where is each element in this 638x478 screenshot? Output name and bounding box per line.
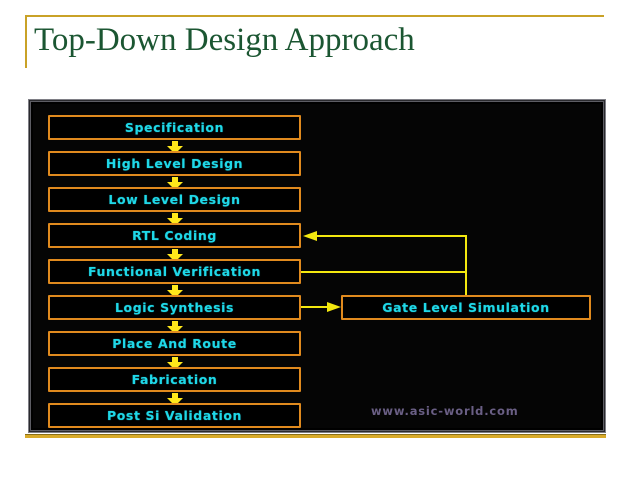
flow-node-high-level-design[interactable]: High Level Design	[48, 151, 301, 176]
flow-node-label: Fabrication	[131, 372, 218, 387]
flow-node-fabrication[interactable]: Fabrication	[48, 367, 301, 392]
flow-node-low-level-design[interactable]: Low Level Design	[48, 187, 301, 212]
diagram-canvas: Specification High Level Design Low Leve…	[33, 104, 601, 428]
title-rule-left	[25, 15, 27, 68]
wire-feedback-to-functional-verification	[301, 271, 467, 273]
arrow-specification-to-high-level-design	[167, 141, 183, 154]
arrow-fabrication-to-post-si-validation	[167, 393, 183, 406]
flow-node-label: Post Si Validation	[106, 408, 243, 423]
arrow-functional-verification-to-logic-synthesis	[167, 285, 183, 298]
flow-node-label: High Level Design	[105, 156, 244, 171]
arrow-place-and-route-to-fabrication	[167, 357, 183, 370]
wire-feedback-vertical	[465, 235, 467, 295]
flow-node-label: Functional Verification	[88, 264, 261, 279]
arrow-high-level-design-to-low-level-design	[167, 177, 183, 190]
title-rule-top	[25, 15, 604, 17]
flow-node-logic-synthesis[interactable]: Logic Synthesis	[48, 295, 301, 320]
flow-node-label: Specification	[124, 120, 225, 135]
page-title: Top-Down Design Approach	[34, 22, 415, 58]
diagram-rule-bottom	[25, 434, 606, 438]
arrow-logic-synthesis-to-place-and-route	[167, 321, 183, 334]
flow-node-label: Gate Level Simulation	[382, 300, 550, 315]
arrow-low-level-design-to-rtl-coding	[167, 213, 183, 226]
flow-node-label: Low Level Design	[108, 192, 241, 207]
flow-node-functional-verification[interactable]: Functional Verification	[48, 259, 301, 284]
arrowhead-into-rtl-coding	[303, 231, 317, 241]
flow-node-label: Logic Synthesis	[114, 300, 235, 315]
flow-node-rtl-coding[interactable]: RTL Coding	[48, 223, 301, 248]
flow-node-gate-level-simulation[interactable]: Gate Level Simulation	[341, 295, 591, 320]
wire-logic-synthesis-to-gate-level-simulation	[301, 306, 327, 308]
diagram-frame: Specification High Level Design Low Leve…	[28, 99, 606, 433]
flow-node-post-si-validation[interactable]: Post Si Validation	[48, 403, 301, 428]
arrowhead-into-gate-level-simulation	[327, 302, 341, 312]
flow-node-place-and-route[interactable]: Place And Route	[48, 331, 301, 356]
flow-node-label: Place And Route	[112, 336, 237, 351]
flow-node-label: RTL Coding	[132, 228, 217, 243]
flow-node-specification[interactable]: Specification	[48, 115, 301, 140]
arrow-rtl-coding-to-functional-verification	[167, 249, 183, 262]
watermark-text: www.asic-world.com	[371, 404, 519, 418]
wire-feedback-to-rtl-coding	[317, 235, 467, 237]
